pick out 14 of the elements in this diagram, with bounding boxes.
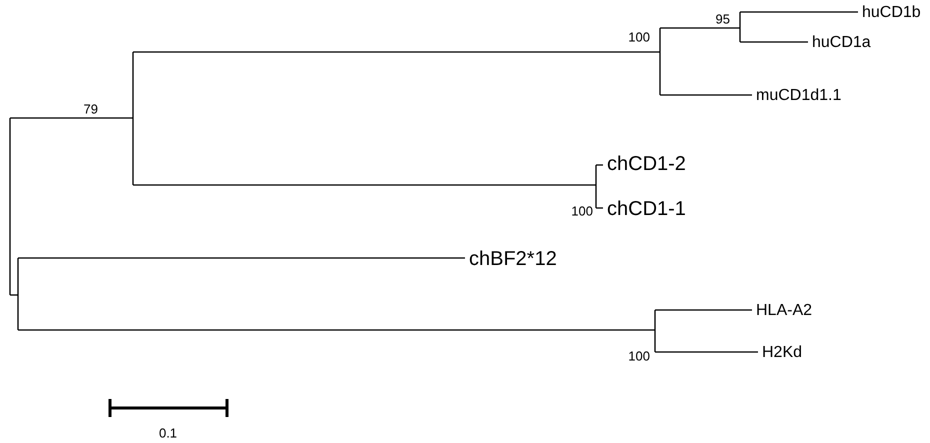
taxon-label: huCD1b bbox=[862, 5, 921, 21]
taxon-label: muCD1d1.1 bbox=[756, 88, 842, 104]
bootstrap-value: 79 bbox=[84, 102, 98, 116]
bootstrap-value: 100 bbox=[571, 204, 593, 218]
taxon-label: chBF2*12 bbox=[469, 249, 557, 269]
taxon-label: chCD1-2 bbox=[607, 154, 686, 174]
bootstrap-value: 100 bbox=[628, 30, 650, 44]
taxon-label: HLA-A2 bbox=[756, 303, 812, 319]
scale-label: 0.1 bbox=[158, 426, 178, 440]
taxon-label: huCD1a bbox=[812, 35, 871, 51]
bootstrap-value: 95 bbox=[716, 12, 730, 26]
bootstrap-value: 100 bbox=[628, 350, 650, 362]
taxon-label: H2Kd bbox=[762, 345, 802, 361]
taxon-label: chCD1-1 bbox=[607, 199, 686, 219]
